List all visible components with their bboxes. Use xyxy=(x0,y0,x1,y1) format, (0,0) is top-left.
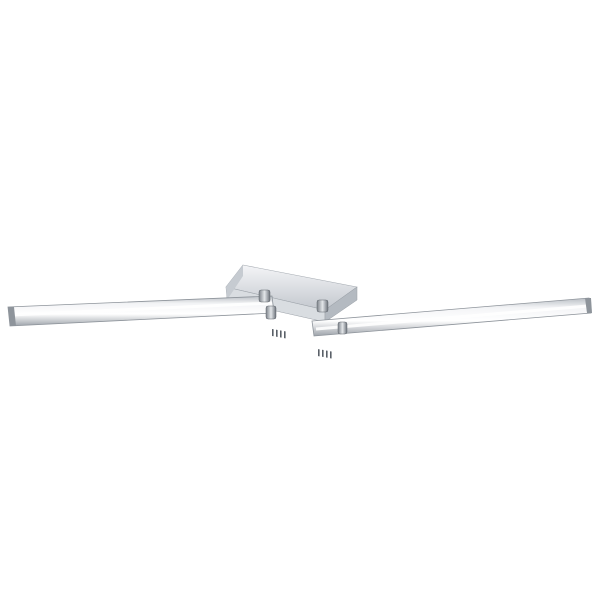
right-light-arm xyxy=(311,297,592,337)
canopy xyxy=(225,264,358,359)
left-light-arm xyxy=(7,295,275,327)
vent-slots xyxy=(272,328,332,359)
left-swivel-joint xyxy=(258,289,277,320)
right-swivel-joint xyxy=(316,299,348,335)
